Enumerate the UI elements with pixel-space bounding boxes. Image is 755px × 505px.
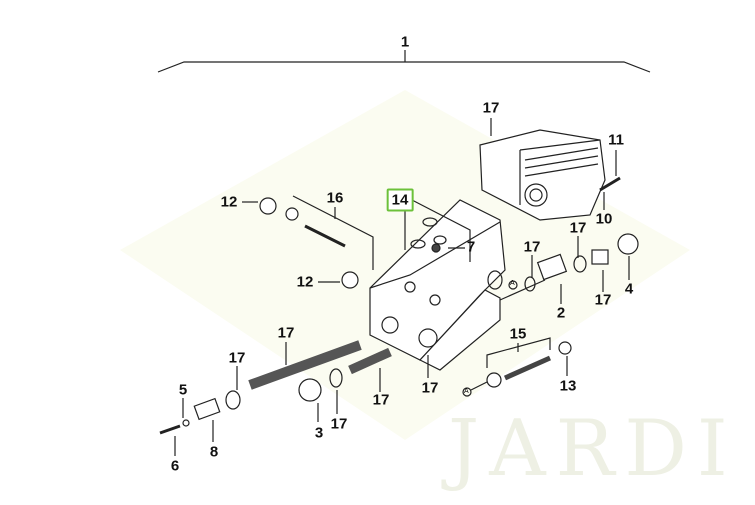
callout-14-highlighted[interactable]: 14 xyxy=(386,188,414,212)
callout-17[interactable]: 17 xyxy=(482,99,500,117)
plug-icon xyxy=(298,378,322,402)
callout-16[interactable]: 16 xyxy=(326,189,344,207)
plug-icon xyxy=(259,197,277,215)
callout-7[interactable]: 7 xyxy=(466,238,476,256)
callout-10[interactable]: 10 xyxy=(595,210,613,228)
callout-12[interactable]: 12 xyxy=(296,273,314,291)
callout-5[interactable]: 5 xyxy=(178,381,188,399)
spool-icon xyxy=(248,340,362,390)
callout-13[interactable]: 13 xyxy=(559,377,577,395)
callout-6[interactable]: 6 xyxy=(170,457,180,475)
callout-17[interactable]: 17 xyxy=(330,415,348,433)
solenoid-housing xyxy=(479,129,606,221)
spring-icon xyxy=(536,253,568,281)
callout-4[interactable]: 4 xyxy=(624,280,634,298)
marker-a: A xyxy=(464,388,469,395)
marker-a: A xyxy=(510,280,515,287)
callout-11[interactable]: 11 xyxy=(608,131,624,149)
leader-line xyxy=(411,199,471,262)
callout-17[interactable]: 17 xyxy=(421,379,439,397)
callout-8[interactable]: 8 xyxy=(209,443,219,461)
connector-icon xyxy=(193,397,221,421)
watermark: JARDI xyxy=(448,404,738,494)
callout-17[interactable]: 17 xyxy=(594,291,612,309)
callout-12[interactable]: 12 xyxy=(220,193,238,211)
callout-17[interactable]: 17 xyxy=(569,219,587,237)
callout-17[interactable]: 17 xyxy=(372,391,390,409)
callout-17[interactable]: 17 xyxy=(228,349,246,367)
callout-17[interactable]: 17 xyxy=(523,238,541,256)
callout-1[interactable]: 1 xyxy=(400,33,410,51)
plug-icon xyxy=(617,233,639,255)
assembly-bracket xyxy=(157,61,651,73)
callout-3[interactable]: 3 xyxy=(314,424,324,442)
callout-15[interactable]: 15 xyxy=(509,325,527,343)
callout-17[interactable]: 17 xyxy=(277,324,295,342)
callout-2[interactable]: 2 xyxy=(556,304,566,322)
plug-icon xyxy=(341,271,359,289)
bolt-icon xyxy=(599,176,621,192)
